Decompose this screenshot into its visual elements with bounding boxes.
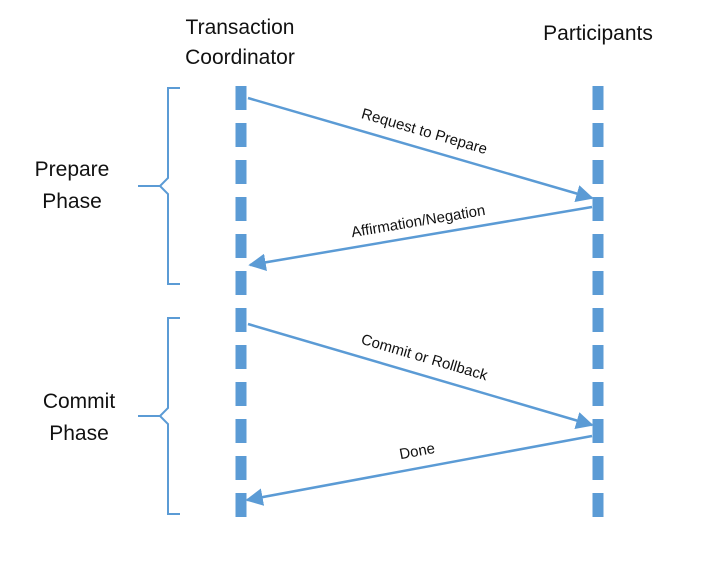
commit-phase-label-line1: Commit xyxy=(43,390,115,413)
commit-phase-label-line2: Phase xyxy=(49,422,109,445)
commit-or-rollback-arrow xyxy=(247,322,594,429)
done-label: Done xyxy=(398,440,436,463)
prepare-phase-label-line1: Prepare xyxy=(35,158,110,181)
request-to-prepare-arrow xyxy=(247,96,594,203)
coordinator-header-line2: Coordinator xyxy=(185,46,295,69)
done-arrow xyxy=(245,434,593,506)
prepare-phase-label-line2: Phase xyxy=(42,190,102,213)
participants-header: Participants xyxy=(543,22,653,45)
commit-phase-brace xyxy=(158,317,180,515)
coordinator-header-line1: Transaction xyxy=(186,16,295,39)
affirmation-negation-arrow xyxy=(248,205,593,271)
prepare-phase-brace xyxy=(158,87,180,285)
